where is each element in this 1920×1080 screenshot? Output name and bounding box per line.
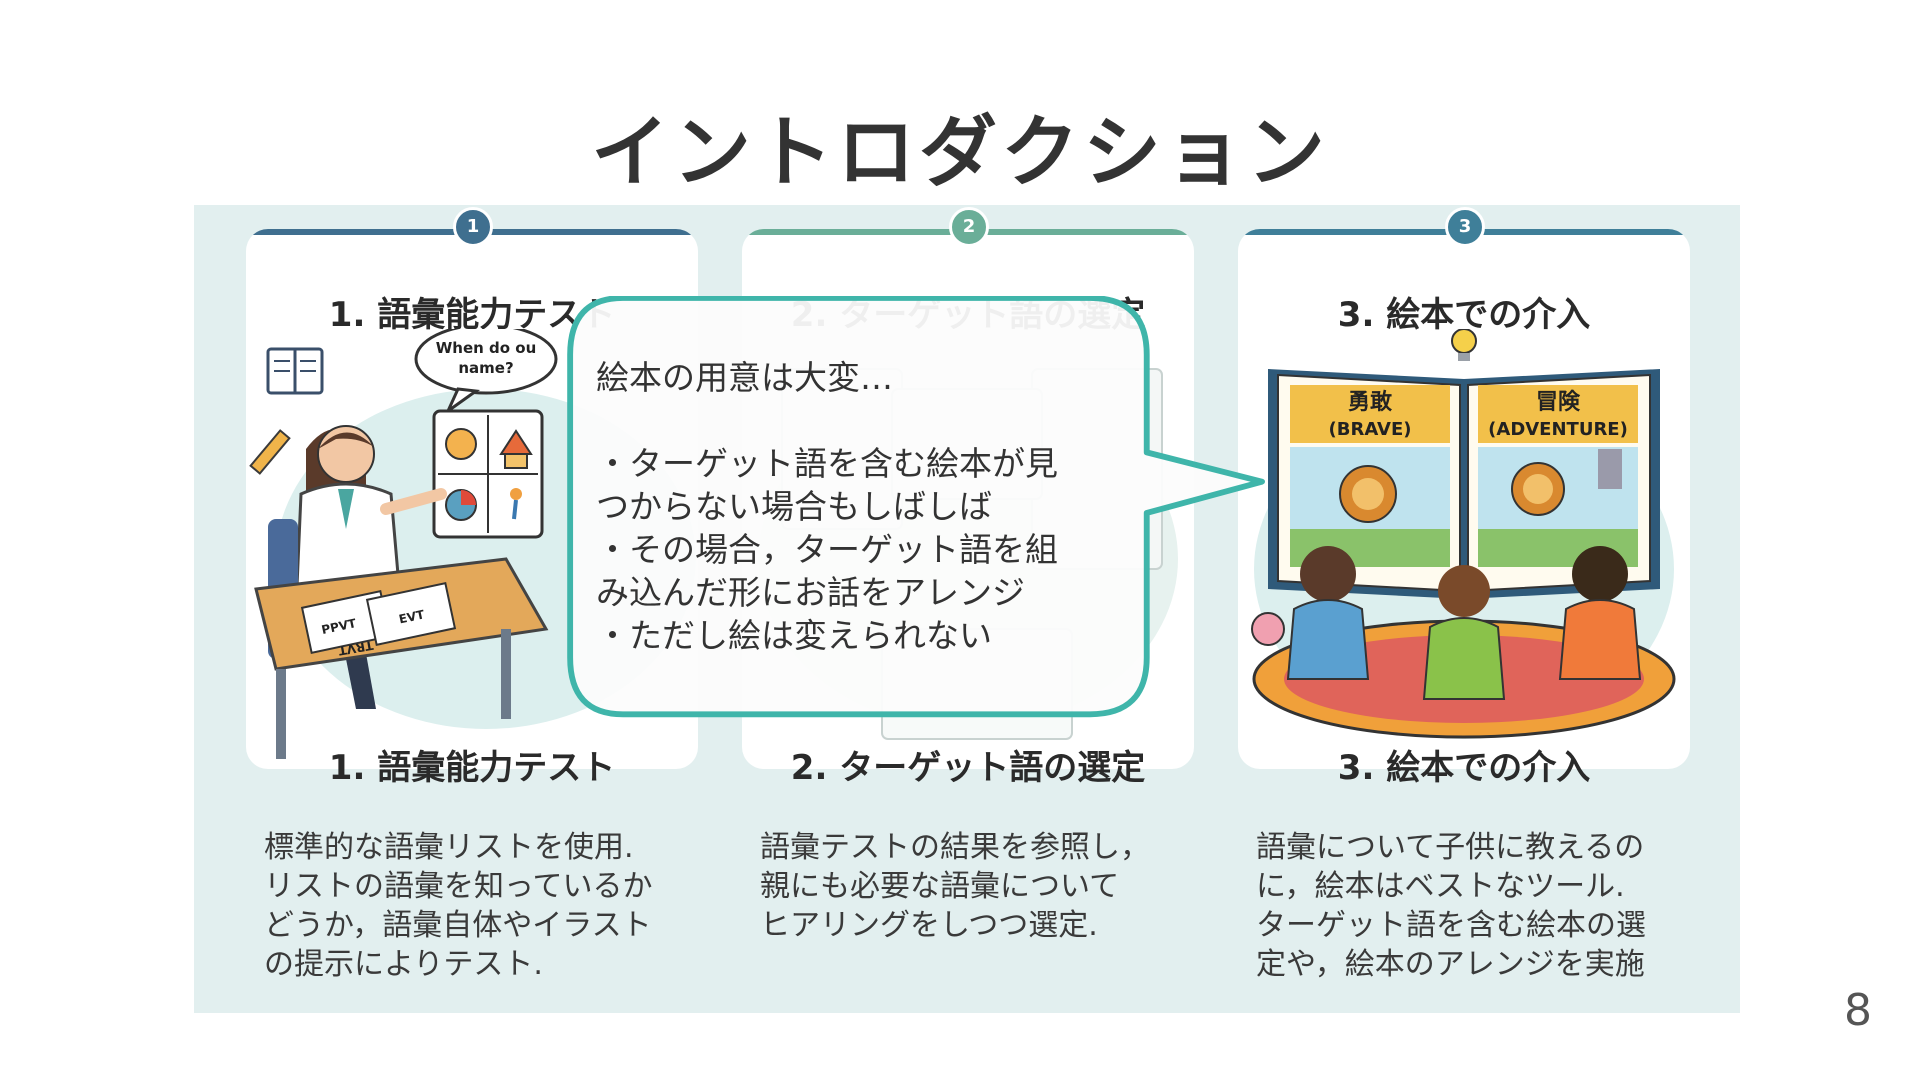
step-3-description-line: 語彙について子供に教えるの bbox=[1256, 830, 1645, 865]
evt-label: EVT bbox=[398, 607, 427, 626]
step-2-description-line: 語彙テストの結果を参照し， bbox=[760, 830, 1150, 865]
step-3-description-line: ターゲット語を含む絵本の選 bbox=[1256, 908, 1646, 943]
step-3-description: 語彙について子供に教えるの に，絵本はベストなツール. ターゲット語を含む絵本の… bbox=[1256, 828, 1696, 984]
brave-english: (BRAVE) bbox=[1329, 419, 1412, 440]
brain-icon bbox=[1251, 612, 1285, 646]
callout-line: ・ただし絵は変えられない bbox=[596, 616, 992, 655]
castle bbox=[1598, 449, 1622, 489]
step-1-description-line: 標準的な語彙リストを使用. bbox=[264, 830, 634, 865]
pencil-icon bbox=[249, 429, 291, 475]
step-number-2: 2 bbox=[949, 207, 989, 247]
step-2-description-line: 親にも必要な語彙について bbox=[760, 869, 1120, 904]
step-1-description-line: の提示によりテスト. bbox=[264, 947, 543, 982]
step-3-caption: 3. 絵本での介入 bbox=[1337, 748, 1591, 788]
callout-bubble bbox=[567, 296, 1265, 718]
adventure-english: (ADVENTURE) bbox=[1488, 419, 1628, 440]
step-3-description-line: 定や，絵本のアレンジを実施 bbox=[1256, 947, 1645, 982]
runner-icon bbox=[510, 488, 522, 500]
speech-bubble-line-2: name? bbox=[458, 359, 513, 377]
open-book: 勇敢 (BRAVE) 冒険 (ADVENTURE) bbox=[1268, 369, 1660, 599]
callout-line: つからない場合もしばしば bbox=[596, 487, 992, 526]
step-2-caption: 2. ターゲット語の選定 bbox=[790, 748, 1146, 788]
callout-line bbox=[596, 399, 1136, 442]
step-3-description-line: に，絵本はベストなツール. bbox=[1256, 869, 1625, 904]
step-2-description: 語彙テストの結果を参照し， 親にも必要な語彙について ヒアリングをしつつ選定. bbox=[760, 828, 1200, 945]
callout-line: み込んだ形にお話をアレンジ bbox=[596, 573, 1025, 612]
trvt-label: TRVT bbox=[337, 638, 375, 658]
step-1-description: 標準的な語彙リストを使用. リストの語彙を知っているか どうか，語彙自体やイラス… bbox=[264, 828, 704, 984]
slide-title: イントロダクション bbox=[590, 108, 1329, 198]
page-number: 8 bbox=[1844, 985, 1872, 1036]
step-1-caption: 1. 語彙能力テスト bbox=[328, 748, 616, 788]
picture-book-illustration: 勇敢 (BRAVE) 冒険 (ADVENTURE) bbox=[1251, 329, 1676, 739]
adventure-kanji: 冒険 bbox=[1536, 390, 1581, 415]
children bbox=[1286, 546, 1642, 700]
callout-text: 絵本の用意は大変… ・ターゲット語を含む絵本が見 つからない場合もしばしば ・そ… bbox=[596, 356, 1136, 657]
picture-card bbox=[432, 409, 544, 539]
step-number-1: 1 bbox=[453, 207, 493, 247]
step-card-3: 3. 絵本での介入 勇敢 (BRAVE) bbox=[1238, 229, 1690, 769]
speech-bubble-line-1: When do ou bbox=[436, 339, 537, 357]
callout-line: ・その場合，ターゲット語を組 bbox=[596, 530, 1058, 569]
step-number-3: 3 bbox=[1445, 207, 1485, 247]
lightbulb-icon bbox=[1451, 329, 1477, 361]
step-1-description-line: どうか，語彙自体やイラスト bbox=[264, 908, 652, 943]
brave-kanji: 勇敢 bbox=[1348, 389, 1393, 415]
step-1-description-line: リストの語彙を知っているか bbox=[264, 869, 653, 904]
cat-icon bbox=[445, 428, 477, 460]
step-2-description-line: ヒアリングをしつつ選定. bbox=[760, 908, 1098, 943]
book-icon bbox=[266, 347, 324, 395]
callout-line: 絵本の用意は大変… bbox=[596, 358, 893, 397]
speech-bubble: When do ou name? bbox=[414, 329, 558, 416]
callout-line: ・ターゲット語を含む絵本が見 bbox=[596, 444, 1058, 483]
test-papers: PPVT EVT TRVT bbox=[300, 582, 457, 658]
